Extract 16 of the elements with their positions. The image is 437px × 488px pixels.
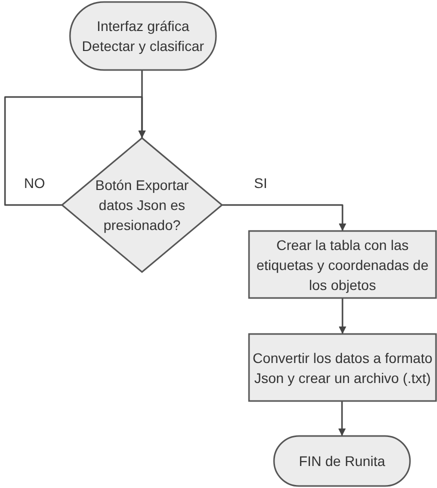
arrow: [338, 298, 346, 334]
process-box: [249, 231, 436, 298]
node-label: Botón Exportar datos Json es presionado?: [94, 176, 190, 235]
node-label: Interfaz gráfica Detectar y clasificar: [80, 17, 206, 56]
arrow: [4, 96, 146, 206]
process-box: [249, 334, 436, 401]
terminal-shape: [274, 436, 410, 486]
decision-diamond: [62, 138, 222, 272]
edge-label: SI: [254, 175, 268, 191]
node-label: Convertir los datos a formato Json y crear un archivo (.txt): [252, 348, 432, 388]
node-label: Crear la tabla con las etiquetas y coordenadas de los objetos: [255, 236, 430, 294]
arrow: [222, 204, 346, 231]
terminal-shape: [70, 2, 216, 70]
arrow: [338, 401, 346, 436]
node-label: FIN de Runita: [298, 452, 386, 471]
edge-label: NO: [24, 175, 45, 191]
